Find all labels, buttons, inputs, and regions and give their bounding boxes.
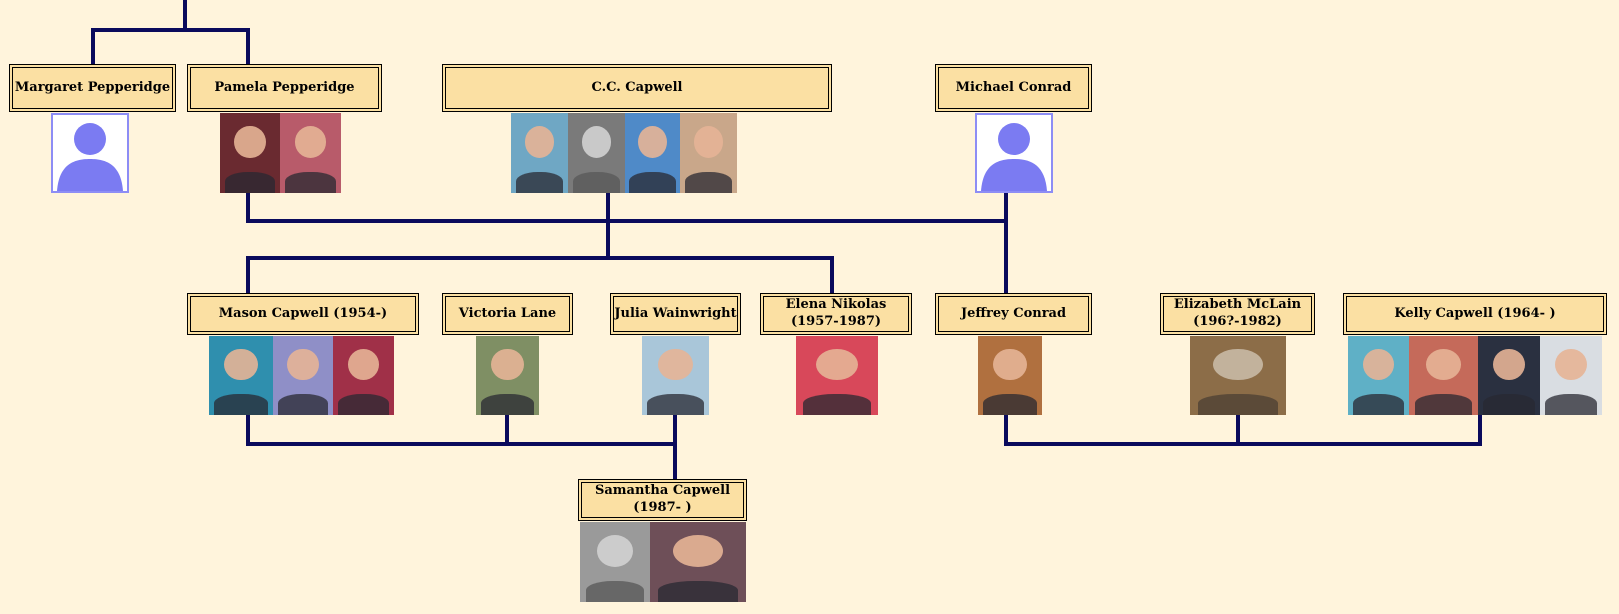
photo-strip-jeffrey <box>978 336 1042 415</box>
person-name: Elizabeth McLain <box>1173 297 1302 313</box>
photo-strip-mason <box>209 336 394 415</box>
person-box-julia-wainwright[interactable]: Julia Wainwright <box>610 293 741 335</box>
photo-strip-kelly <box>1348 336 1602 415</box>
person-name: Victoria Lane <box>458 305 557 321</box>
portrait-photo <box>280 113 341 193</box>
portrait-photo <box>642 336 709 415</box>
portrait-photo <box>1478 336 1540 415</box>
portrait-photo <box>1409 336 1478 415</box>
person-box-kelly-capwell[interactable]: Kelly Capwell (1964- ) <box>1343 293 1607 335</box>
portrait-photo <box>273 336 333 415</box>
photo-strip-cc <box>511 113 737 193</box>
person-box-elena-nikolas[interactable]: Elena Nikolas (1957-1987) <box>760 293 912 335</box>
person-name: Julia Wainwright <box>614 305 737 321</box>
person-name: Margaret Pepperidge <box>14 79 171 95</box>
silhouette-icon <box>51 113 129 193</box>
connector-kelly-jeffrey <box>1004 412 1482 446</box>
portrait-photo <box>796 336 878 415</box>
person-name: Kelly Capwell (1964- ) <box>1394 305 1556 321</box>
connector-pamela-cc-michael <box>246 188 1008 298</box>
person-name: Pamela Pepperidge <box>214 79 355 95</box>
person-name: C.C. Capwell <box>591 79 683 95</box>
photo-strip-victoria <box>476 336 539 415</box>
person-dates: (1957-1987) <box>790 314 882 329</box>
photo-strip-elizabeth <box>1190 336 1286 415</box>
person-box-samantha-capwell[interactable]: Samantha Capwell (1987- ) <box>578 479 747 521</box>
portrait-photo <box>1190 336 1286 415</box>
photo-strip-samantha <box>580 522 746 602</box>
person-box-cc-capwell[interactable]: C.C. Capwell <box>442 64 832 112</box>
person-name: Samantha Capwell <box>594 483 731 499</box>
person-dates: (196?-1982) <box>1193 314 1282 329</box>
person-box-margaret-pepperidge[interactable]: Margaret Pepperidge <box>9 64 176 112</box>
silhouette-icon <box>975 113 1053 193</box>
photo-strip-julia <box>642 336 709 415</box>
photo-strip-pamela <box>220 113 341 193</box>
portrait-photo <box>650 522 746 602</box>
person-box-elizabeth-mclain[interactable]: Elizabeth McLain (196?-1982) <box>1160 293 1315 335</box>
person-box-victoria-lane[interactable]: Victoria Lane <box>442 293 573 335</box>
portrait-photo <box>580 522 650 602</box>
portrait-photo <box>333 336 394 415</box>
portrait-photo <box>568 113 625 193</box>
person-box-pamela-pepperidge[interactable]: Pamela Pepperidge <box>187 64 382 112</box>
portrait-photo <box>220 113 280 193</box>
person-box-michael-conrad[interactable]: Michael Conrad <box>935 64 1092 112</box>
person-name: Mason Capwell (1954-) <box>218 305 388 321</box>
portrait-photo <box>209 336 273 415</box>
person-dates: (1987- ) <box>633 500 692 515</box>
portrait-photo <box>978 336 1042 415</box>
portrait-photo <box>511 113 568 193</box>
portrait-photo <box>476 336 539 415</box>
connector-cc-children <box>246 256 834 295</box>
person-box-mason-capwell[interactable]: Mason Capwell (1954-) <box>187 293 419 335</box>
photo-strip-elena <box>796 336 878 415</box>
person-name: Jeffrey Conrad <box>960 305 1067 321</box>
person-box-jeffrey-conrad[interactable]: Jeffrey Conrad <box>935 293 1092 335</box>
person-name: Michael Conrad <box>955 79 1072 95</box>
person-name: Elena Nikolas <box>785 297 887 313</box>
portrait-photo <box>1348 336 1409 415</box>
portrait-photo <box>1540 336 1602 415</box>
portrait-photo <box>680 113 737 193</box>
connector-samantha-parents <box>246 412 677 481</box>
portrait-photo <box>625 113 680 193</box>
connector-top-parents <box>91 0 250 68</box>
